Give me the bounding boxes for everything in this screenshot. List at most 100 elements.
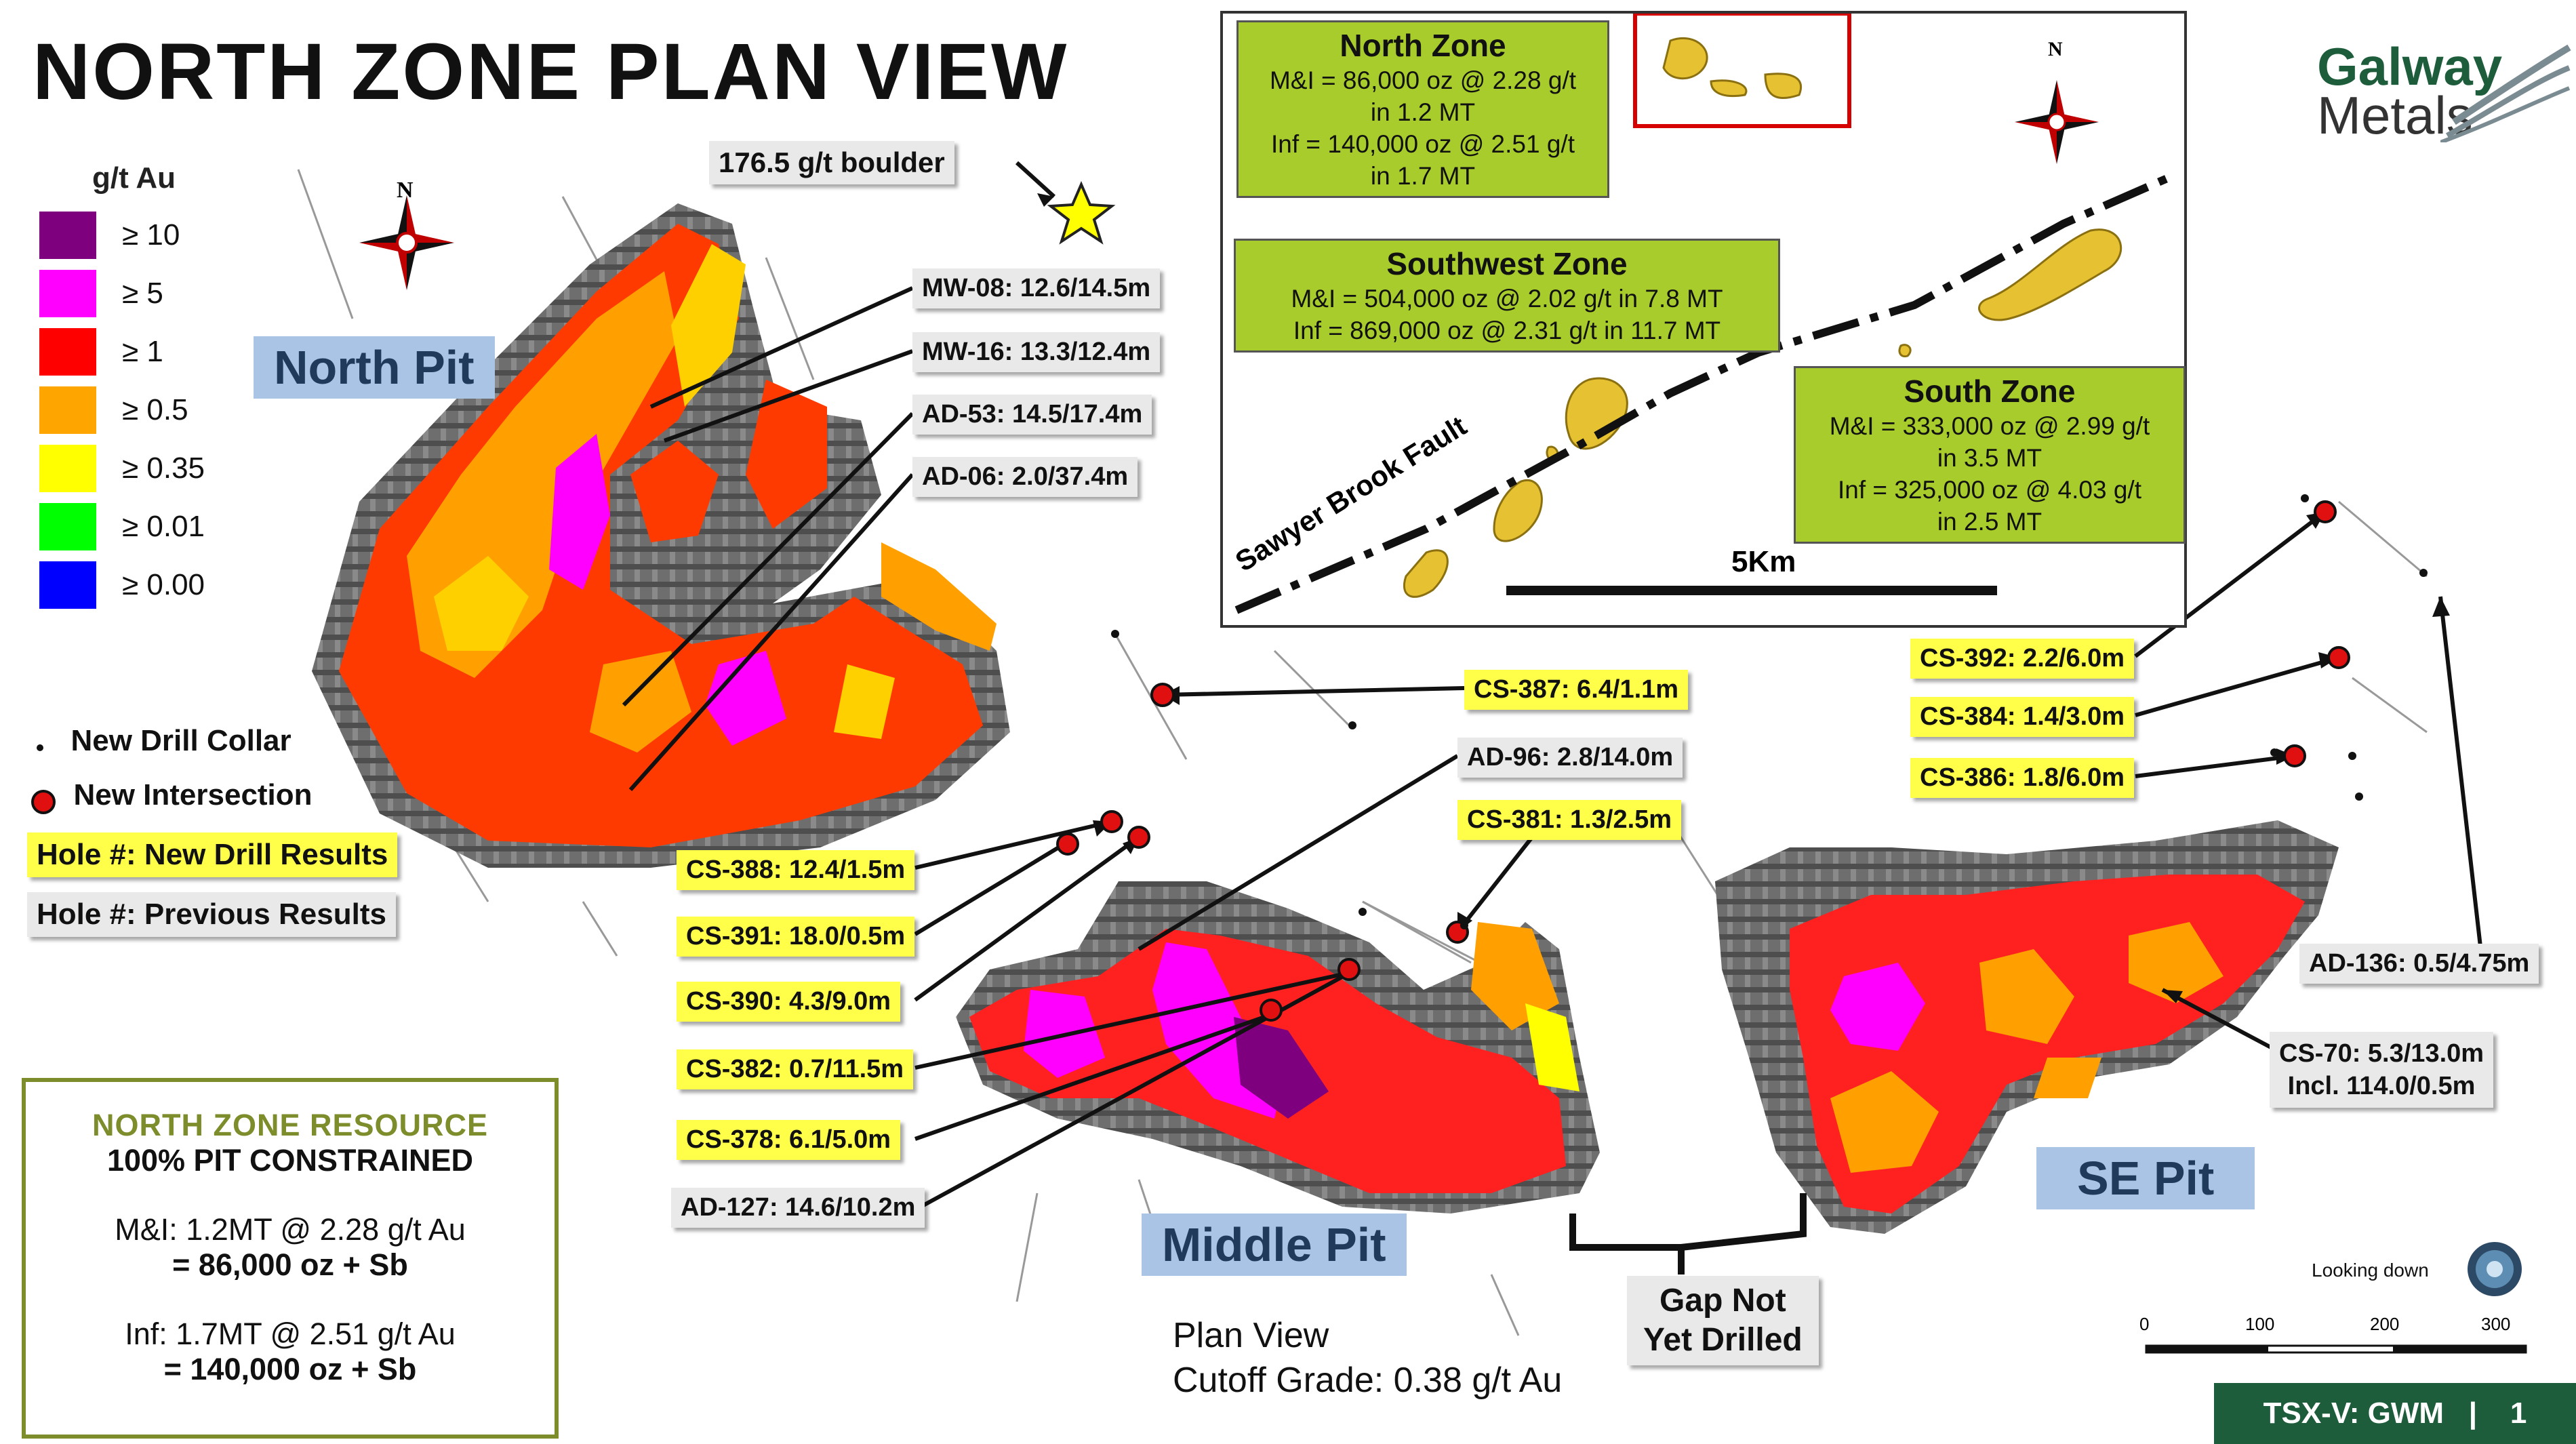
callout-cs-387: CS-387: 6.4/1.1m	[1464, 670, 1689, 710]
legend-label: ≥ 0.35	[122, 452, 205, 485]
south-zone-title: South Zone	[1904, 374, 2076, 409]
callout-cs-390: CS-390: 4.3/9.0m	[677, 982, 901, 1022]
resource-heading: NORTH ZONE RESOURCE	[92, 1108, 489, 1142]
regional-inset-map: N North Zone M&I = 86,000 oz @ 2.28 g/t …	[1220, 11, 2187, 628]
scale-tick-100: 100	[2245, 1314, 2275, 1334]
callout-ad-06: AD-06: 2.0/37.4m	[912, 457, 1138, 497]
north-zone-mi-1: M&I = 86,000 oz @ 2.28 g/t	[1269, 66, 1577, 94]
scale-tick-300: 300	[2481, 1314, 2511, 1334]
callout-cs-384: CS-384: 1.4/3.0m	[1910, 697, 2135, 737]
callout-cs-378: CS-378: 6.1/5.0m	[677, 1120, 901, 1160]
legend-label: ≥ 1	[122, 335, 163, 368]
scale-tick-200: 200	[2370, 1314, 2400, 1334]
callout-cs-392: CS-392: 2.2/6.0m	[1910, 639, 2135, 679]
resource-inf-line: Inf: 1.7MT @ 2.51 g/t Au	[125, 1317, 456, 1351]
legend-item-0-01: ≥ 0.01	[39, 503, 243, 550]
north-zone-highlight	[1633, 14, 1851, 128]
legend-label: ≥ 5	[122, 277, 163, 310]
south-zone-box: South Zone M&I = 333,000 oz @ 2.99 g/t i…	[1794, 366, 2186, 544]
gap-label-line2: Yet Drilled	[1643, 1322, 1803, 1358]
legend-item-0-00: ≥ 0.00	[39, 561, 243, 609]
north-pit-label: North Pit	[254, 336, 495, 399]
callout-mw-08: MW-08: 12.6/14.5m	[912, 268, 1161, 308]
intersection-key: New Intersection	[31, 778, 313, 814]
southwest-zone-box: Southwest Zone M&I = 504,000 oz @ 2.02 g…	[1234, 239, 1780, 353]
callout-leaders	[622, 161, 2483, 1207]
inset-scale-label: 5Km	[1731, 545, 1796, 578]
callout-cs-382: CS-382: 0.7/11.5m	[677, 1049, 914, 1089]
intersection-dot-icon	[31, 789, 56, 814]
callout-ad-136: AD-136: 0.5/4.75m	[2299, 944, 2539, 984]
callout-cs-70: CS-70: 5.3/13.0m Incl. 114.0/0.5m	[2270, 1032, 2494, 1108]
middle-pit-shape	[956, 881, 1600, 1214]
legend-label: ≥ 0.5	[122, 393, 188, 426]
legend-item-0-5: ≥ 0.5	[39, 386, 243, 434]
north-arrow	[359, 195, 454, 290]
legend-label: ≥ 0.01	[122, 510, 205, 543]
callout-cs-70-line2: Incl. 114.0/0.5m	[2287, 1072, 2476, 1100]
legend-swatch	[39, 328, 96, 376]
drill-collars	[1111, 494, 2428, 929]
middle-pit-label: Middle Pit	[1142, 1214, 1407, 1276]
callout-cs-70-line1: CS-70: 5.3/13.0m	[2279, 1039, 2484, 1068]
north-zone-title: North Zone	[1340, 28, 1506, 63]
boulder-label: 176.5 g/t boulder	[709, 141, 954, 184]
legend-title: g/t Au	[92, 161, 176, 195]
legend-label: ≥ 10	[122, 218, 180, 252]
collar-dot-icon	[37, 744, 43, 751]
collar-key: New Drill Collar	[37, 724, 291, 758]
callout-cs-381: CS-381: 1.3/2.5m	[1457, 800, 1682, 840]
plan-view-label: Plan View	[1173, 1316, 1329, 1355]
inset-north-letter: N	[2048, 38, 2063, 60]
se-pit-label: SE Pit	[2036, 1147, 2255, 1209]
inset-scale-bar	[1506, 586, 1997, 595]
boulder-star	[1047, 180, 1116, 245]
resource-mi-line: M&I: 1.2MT @ 2.28 g/t Au	[115, 1212, 466, 1247]
legend-item-0-35: ≥ 0.35	[39, 445, 243, 492]
se-pit-shape	[1715, 820, 2339, 1234]
north-zone-resource-box: NORTH ZONE RESOURCE 100% PIT CONSTRAINED…	[22, 1078, 559, 1439]
logo-swoosh-icon	[2440, 44, 2571, 142]
legend-swatch	[39, 503, 96, 550]
callout-ad-53: AD-53: 14.5/17.4m	[912, 395, 1152, 435]
south-zone-inf-1: Inf = 325,000 oz @ 4.03 g/t	[1838, 476, 2141, 504]
legend-swatch	[39, 386, 96, 434]
legend-item-10: ≥ 10	[39, 212, 243, 259]
looking-down-icon	[2468, 1242, 2522, 1296]
southwest-zone-mi: M&I = 504,000 oz @ 2.02 g/t in 7.8 MT	[1291, 285, 1723, 313]
sawyer-brook-fault-line	[1234, 172, 2174, 614]
gap-label-line1: Gap Not	[1659, 1283, 1786, 1319]
callout-cs-386: CS-386: 1.8/6.0m	[1910, 758, 2135, 798]
callout-ad-127: AD-127: 14.6/10.2m	[671, 1188, 925, 1228]
resource-mi-total: = 86,000 oz + Sb	[172, 1247, 408, 1282]
legend-item-1: ≥ 1	[39, 328, 243, 376]
north-zone-box: North Zone M&I = 86,000 oz @ 2.28 g/t in…	[1236, 20, 1609, 198]
inset-graphics	[1234, 14, 2174, 614]
southwest-zone-inf: Inf = 869,000 oz @ 2.31 g/t in 11.7 MT	[1293, 317, 1721, 344]
scale-tick-0: 0	[2139, 1314, 2150, 1334]
cutoff-grade-label: Cutoff Grade: 0.38 g/t Au	[1173, 1361, 1563, 1400]
north-pit-shape	[312, 203, 1010, 868]
resource-inf-total: = 140,000 oz + Sb	[163, 1352, 417, 1386]
callout-ad-96: AD-96: 2.8/14.0m	[1457, 738, 1683, 778]
callout-mw-16: MW-16: 13.3/12.4m	[912, 332, 1161, 372]
logo-line1: Galway	[2317, 37, 2503, 96]
south-zone-mi-1: M&I = 333,000 oz @ 2.99 g/t	[1829, 412, 2150, 440]
map-scale-bar	[2145, 1344, 2527, 1354]
callout-cs-388: CS-388: 12.4/1.5m	[677, 850, 915, 890]
north-zone-inf-2: in 1.7 MT	[1370, 162, 1476, 190]
legend-swatch	[39, 561, 96, 609]
deposit-outlines	[1403, 37, 2122, 598]
gap-bracket	[1569, 1193, 1807, 1275]
legend-swatch	[39, 212, 96, 259]
north-zone-mi-2: in 1.2 MT	[1370, 98, 1476, 126]
callout-cs-391: CS-391: 18.0/0.5m	[677, 917, 915, 957]
legend-label: ≥ 0.00	[122, 568, 205, 601]
north-letter: N	[397, 178, 414, 203]
collar-key-label: New Drill Collar	[71, 724, 291, 757]
galway-metals-logo: Galway Metals	[2317, 37, 2503, 142]
ticker-footer: TSX-V: GWM | 1	[2214, 1383, 2576, 1444]
legend-swatch	[39, 270, 96, 317]
new-results-key: Hole #: New Drill Results	[27, 833, 398, 877]
intersection-key-label: New Intersection	[73, 778, 313, 811]
